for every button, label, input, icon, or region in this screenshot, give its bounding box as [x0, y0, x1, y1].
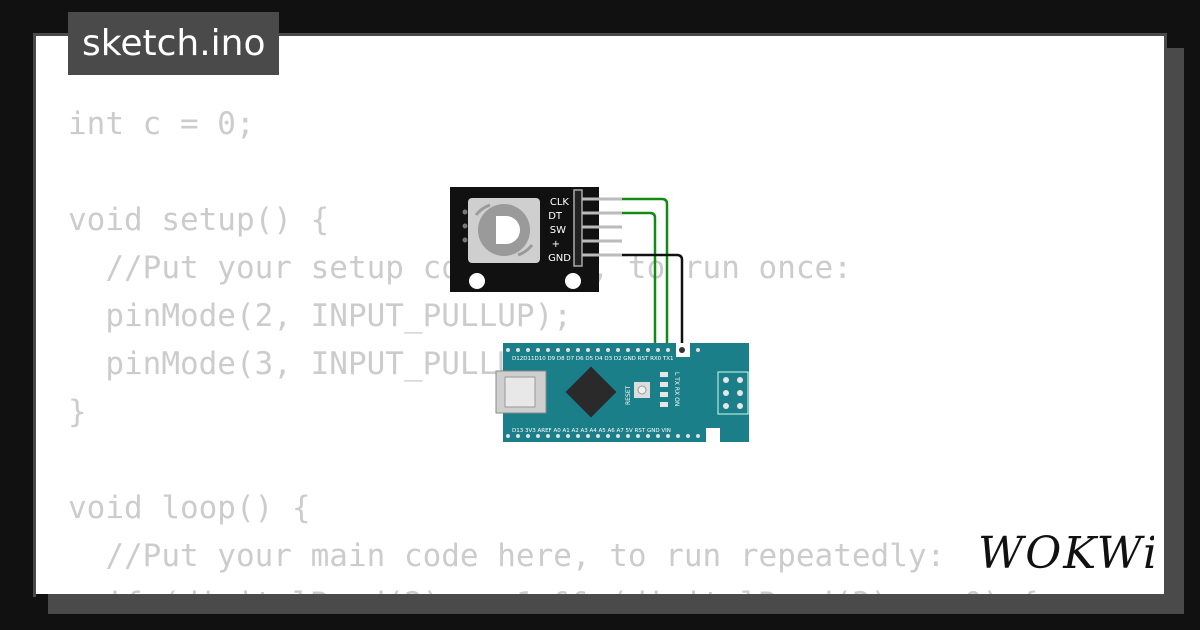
top-pin-labels: D12D11D10 D9 D8 D7 D6 D5 D4 D3 D2 GND RS… — [512, 356, 674, 362]
bottom-mask — [36, 594, 48, 630]
reset-label: RESET — [625, 385, 632, 405]
pin-label-clk: CLK — [550, 197, 570, 208]
gnd-pin-highlight — [706, 428, 720, 442]
wire-dt[interactable] — [622, 211, 657, 349]
rotate-arrow-icon — [474, 203, 491, 216]
wire-clk[interactable] — [622, 197, 669, 349]
code-line: } — [68, 394, 87, 430]
code-line: int c = 0; — [68, 106, 255, 142]
pin-label-vcc: + — [552, 239, 560, 250]
code-line: void setup() { — [68, 202, 330, 238]
pin-label-gnd: GND — [548, 253, 571, 264]
file-name-tag: sketch.ino — [68, 12, 280, 75]
bottom-band — [48, 614, 1200, 630]
arduino-nano[interactable]: D12D11D10 D9 D8 D7 D6 D5 D4 D3 D2 GND RS… — [495, 343, 749, 442]
mcu-chip — [565, 366, 617, 418]
pin-label-sw: SW — [550, 225, 566, 236]
rotary-encoder[interactable]: CLK DT SW + GND — [450, 187, 622, 292]
mount-hole — [469, 273, 485, 289]
preview-card — [33, 33, 1167, 597]
rotate-arrow-icon — [517, 244, 534, 257]
mount-hole — [565, 273, 581, 289]
card-shadow-bottom — [48, 594, 1184, 614]
icsp-header — [717, 371, 749, 415]
wires — [622, 197, 684, 349]
bottom-pin-labels: D13 3V3 AREF A0 A1 A2 A3 A4 A5 A6 A7 5V … — [512, 428, 671, 434]
led-labels: L TX RX ON — [673, 372, 680, 406]
wire-gnd[interactable] — [622, 253, 684, 349]
code-line: void loop() { — [68, 490, 311, 526]
code-line: //Put your main code here, to run repeat… — [68, 538, 946, 574]
logo-text: WOKWi — [978, 528, 1154, 579]
wokwi-logo: WOKWi — [978, 528, 1154, 579]
code-line: pinMode(2, INPUT_PULLUP); — [68, 298, 572, 334]
pin-label-dt: DT — [548, 211, 563, 222]
